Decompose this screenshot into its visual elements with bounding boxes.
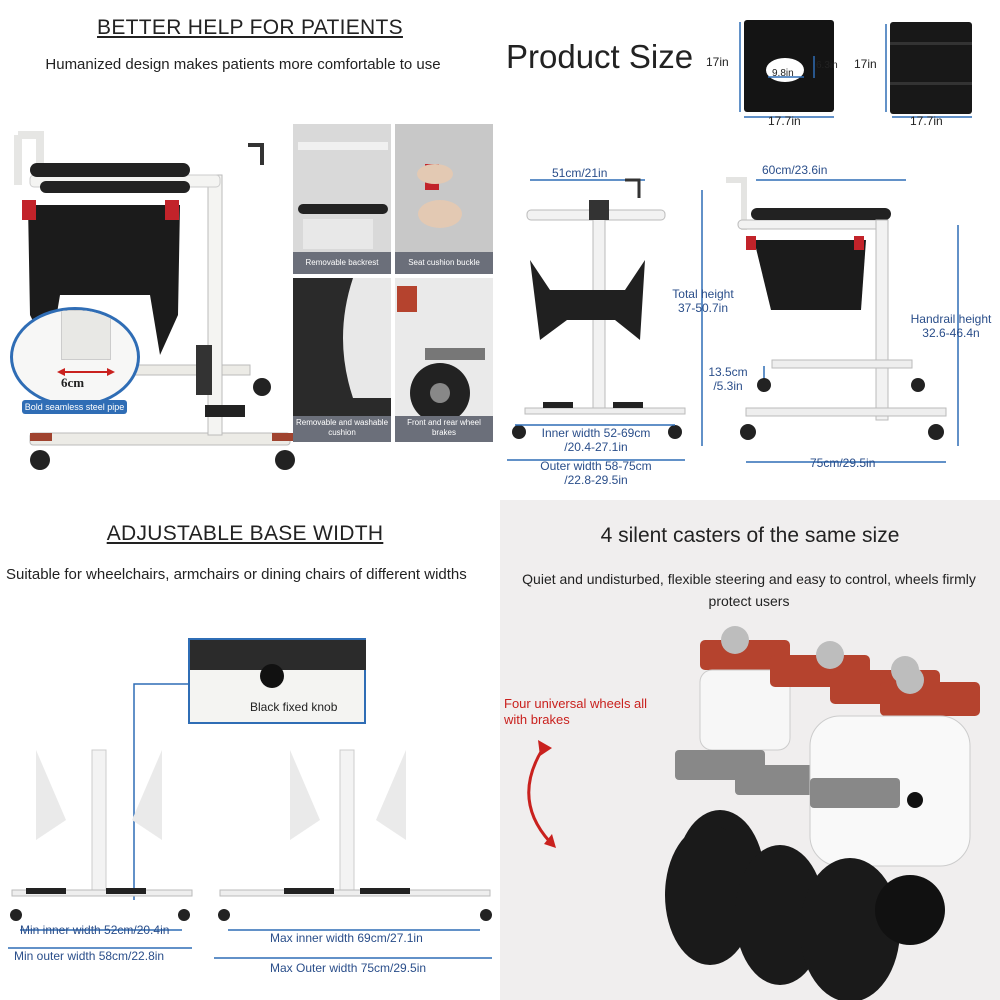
photo-removable-backrest: Removable backrest	[293, 124, 391, 274]
max-inner-width: Max inner width 69cm/27.1in	[270, 931, 423, 945]
photo-caption: Front and rear wheel brakes	[395, 416, 493, 442]
steel-pipe-callout: 6cm	[10, 307, 140, 407]
knob-pointer-line	[133, 683, 188, 900]
seat-width-label: 17.7in	[768, 114, 801, 128]
base-height-label: 13.5cm /5.3in	[708, 365, 748, 393]
backrest-dimension-lines	[885, 24, 972, 118]
hole-width-label: 9.8in	[772, 68, 794, 79]
knob-label: Black fixed knob	[250, 700, 338, 714]
pipe-width-arrow	[57, 368, 115, 376]
photo-caption: Seat cushion buckle	[395, 252, 493, 274]
panel-product-size: Product Size 17in 17.7in 9.8in 6.3in 17i…	[500, 0, 1000, 500]
pipe-measure: 6cm	[61, 375, 85, 390]
feature-photo-grid: Removable backrest Seat cushion buckle R…	[293, 124, 493, 442]
panel-title: Product Size	[506, 38, 694, 75]
max-base-illustration	[214, 749, 492, 959]
seat-height-label: 17in	[706, 55, 729, 69]
max-outer-width: Max Outer width 75cm/29.5in	[270, 961, 427, 975]
patient-lift-illustration	[14, 131, 295, 470]
knob-inset: Black fixed knob	[188, 638, 366, 724]
caster-1	[800, 666, 980, 1000]
panel-patient-help: BETTER HELP FOR PATIENTS Humanized desig…	[0, 0, 500, 500]
seat-cushion-image	[744, 20, 834, 112]
hole-height-label: 6.3in	[816, 60, 838, 71]
panel-subtitle: Suitable for wheelchairs, armchairs or d…	[6, 566, 467, 583]
panel-adjustable-width: ADJUSTABLE BASE WIDTH Suitable for wheel…	[0, 500, 500, 1000]
wheels-label: Four universal wheels all with brakes	[504, 696, 648, 727]
panel-title: BETTER HELP FOR PATIENTS	[97, 16, 403, 39]
knob-icon	[260, 664, 284, 688]
photo-caption: Removable and washable cushion	[293, 416, 391, 442]
panel-subtitle: Quiet and undisturbed, flexible steering…	[522, 571, 976, 610]
seat-dimension-lines	[739, 22, 834, 118]
panel-title: 4 silent casters of the same size	[600, 524, 900, 547]
cushion-hole	[766, 58, 804, 82]
front-top-width: 51cm/21in	[552, 166, 608, 180]
min-inner-width: Min inner width 52cm/20.4in	[20, 923, 170, 937]
min-outer-width: Min outer width 58cm/22.8in	[14, 949, 165, 963]
panel-casters: 4 silent casters of the same size Quiet …	[500, 500, 1000, 1000]
side-top-width: 60cm/23.6in	[762, 163, 828, 177]
backrest-image	[890, 22, 972, 114]
base-length-label: 75cm/29.5in	[810, 456, 876, 470]
total-height-label: Total height 37-50.7in	[672, 287, 734, 315]
callout-label: Bold seamless steel pipe	[22, 400, 127, 415]
photo-caption: Removable backrest	[293, 252, 391, 274]
photo-wheel-brakes: Front and rear wheel brakes	[395, 278, 493, 442]
photo-seat-buckle: Seat cushion buckle	[395, 124, 493, 274]
photo-washable-cushion: Removable and washable cushion	[293, 278, 391, 442]
panel-title: ADJUSTABLE BASE WIDTH	[106, 522, 384, 545]
back-height-label: 17in	[854, 57, 877, 71]
front-view-illustration	[507, 178, 686, 461]
side-view-illustration	[701, 177, 959, 463]
panel-subtitle: Humanized design makes patients more com…	[45, 56, 441, 73]
min-base-illustration	[8, 749, 193, 949]
handrail-height-label: Handrail height 32.6-46.4n	[910, 312, 992, 340]
front-outer-width: Outer width 58-75cm /22.8-29.5in	[540, 459, 652, 487]
back-width-label: 17.7in	[910, 114, 943, 128]
casters-illustration	[527, 626, 980, 1000]
front-inner-width: Inner width 52-69cm /20.4-27.1in	[541, 426, 651, 454]
